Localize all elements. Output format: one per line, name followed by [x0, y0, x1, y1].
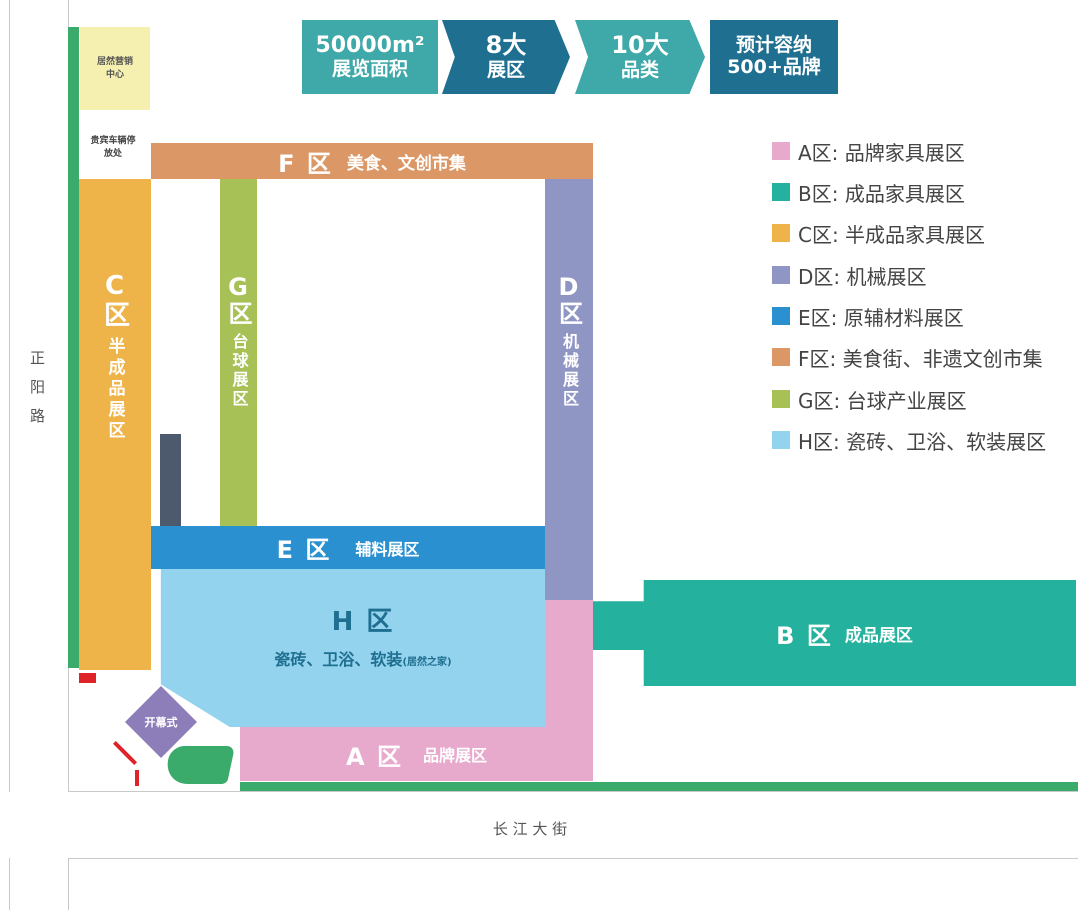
legend-swatch: [772, 348, 790, 366]
stat-categories: 10大 品类: [575, 20, 705, 94]
legend-item-h: H区: 瓷砖、卫浴、软装展区: [772, 427, 1047, 454]
green-border-bottom: [240, 782, 1078, 791]
legend-label: B区: 成品家具展区: [798, 181, 965, 206]
legend-label: A区: 品牌家具展区: [798, 140, 965, 165]
zone-e-desc: 辅料展区: [355, 539, 420, 559]
red-line-1: [112, 740, 138, 766]
stat-area-value: 50000m²: [315, 33, 425, 59]
stat-zones: 8大 展区: [442, 20, 570, 94]
road-line-left: [9, 0, 10, 792]
legend-swatch: [772, 183, 790, 201]
red-line-2: [135, 770, 139, 786]
stat-categories-value: 10大: [611, 31, 669, 60]
legend-swatch: [772, 431, 790, 449]
zone-f-desc: 美食、文创市集: [346, 153, 466, 174]
zone-c: C区 半成品展区: [79, 179, 151, 670]
legend-label: F区: 美食街、非遗文创市集: [798, 346, 1043, 371]
red-marker: [79, 673, 96, 683]
road-label-bottom: 长 江 大 街: [492, 820, 568, 838]
road-line-inner-lower: [68, 858, 69, 910]
zone-a-title: A 区: [346, 742, 403, 771]
zone-c-title: C区: [99, 271, 130, 327]
legend-item-f: F区: 美食街、非遗文创市集: [772, 344, 1043, 371]
stat-brands-value: 500+品牌: [727, 56, 821, 78]
green-area: [162, 746, 236, 784]
green-border-left: [68, 27, 79, 668]
legend-item-g: G区: 台球产业展区: [772, 386, 967, 413]
zone-h-title: H 区: [331, 607, 395, 637]
legend-item-b: B区: 成品家具展区: [772, 179, 965, 206]
legend-item-d: D区: 机械展区: [772, 262, 927, 289]
zone-b-desc: 成品展区: [844, 625, 913, 646]
zone-e-title: E 区: [276, 536, 332, 564]
legend-label: C区: 半成品家具展区: [798, 222, 986, 247]
zone-g: G区 台球展区: [220, 179, 257, 526]
stat-categories-label: 品类: [620, 58, 659, 81]
stat-brands: 预计容纳 500+品牌: [710, 20, 838, 94]
zone-a: A 区 品牌展区: [240, 727, 593, 781]
boundary-line-bottom: [68, 791, 1078, 792]
legend-swatch: [772, 142, 790, 160]
legend-swatch: [772, 307, 790, 325]
zone-h-desc: 瓷砖、卫浴、软装: [274, 650, 403, 669]
road-label-left: 正阳路: [28, 350, 46, 437]
zone-f: F 区 美食、文创市集: [151, 143, 593, 179]
road-line-bottom-lower: [68, 858, 1078, 859]
zone-f-title: F 区: [278, 149, 333, 178]
vip-parking-label: 贵宾车辆停放处: [90, 136, 136, 159]
legend-swatch: [772, 266, 790, 284]
zone-h: H 区 瓷砖、卫浴、软装(居然之家): [151, 569, 545, 727]
small-booth: [160, 434, 181, 526]
zone-g-desc: 台球展区: [229, 333, 249, 409]
legend-item-e: E区: 原辅材料展区: [772, 303, 964, 330]
vip-parking: 贵宾车辆停放处: [82, 133, 144, 163]
zone-b-title: B 区: [776, 621, 833, 650]
legend-label: D区: 机械展区: [798, 264, 927, 289]
legend-label: E区: 原辅材料展区: [798, 305, 964, 330]
road-line-left-lower: [9, 858, 10, 910]
zone-g-title: G区: [224, 273, 252, 325]
legend-item-c: C区: 半成品家具展区: [772, 220, 986, 247]
zone-a-desc: 品牌展区: [422, 746, 487, 765]
stat-zones-value: 8大: [485, 31, 527, 60]
zone-d-title: D区: [554, 273, 583, 325]
zone-d-desc: 机械展区: [560, 333, 579, 409]
zone-e: E 区 辅料展区: [151, 526, 545, 569]
zone-b: B 区 成品展区: [593, 580, 1076, 686]
marketing-center: 居然营销中心: [80, 27, 150, 110]
legend-item-a: A区: 品牌家具展区: [772, 138, 965, 165]
zone-c-desc: 半成品展区: [104, 337, 125, 442]
legend-swatch: [772, 390, 790, 408]
opening-ceremony-label: 开幕式: [144, 716, 178, 729]
stat-area: 50000m² 展览面积: [302, 20, 438, 94]
zone-d: D区 机械展区: [545, 179, 593, 600]
stat-zones-label: 展区: [486, 58, 525, 81]
legend-label: H区: 瓷砖、卫浴、软装展区: [798, 429, 1047, 454]
stat-area-label: 展览面积: [331, 57, 408, 80]
marketing-center-label: 居然营销中心: [97, 56, 134, 80]
legend-label: G区: 台球产业展区: [798, 388, 967, 413]
zone-h-note: (居然之家): [402, 657, 452, 668]
stat-brands-label: 预计容纳: [735, 34, 812, 57]
legend-swatch: [772, 224, 790, 242]
